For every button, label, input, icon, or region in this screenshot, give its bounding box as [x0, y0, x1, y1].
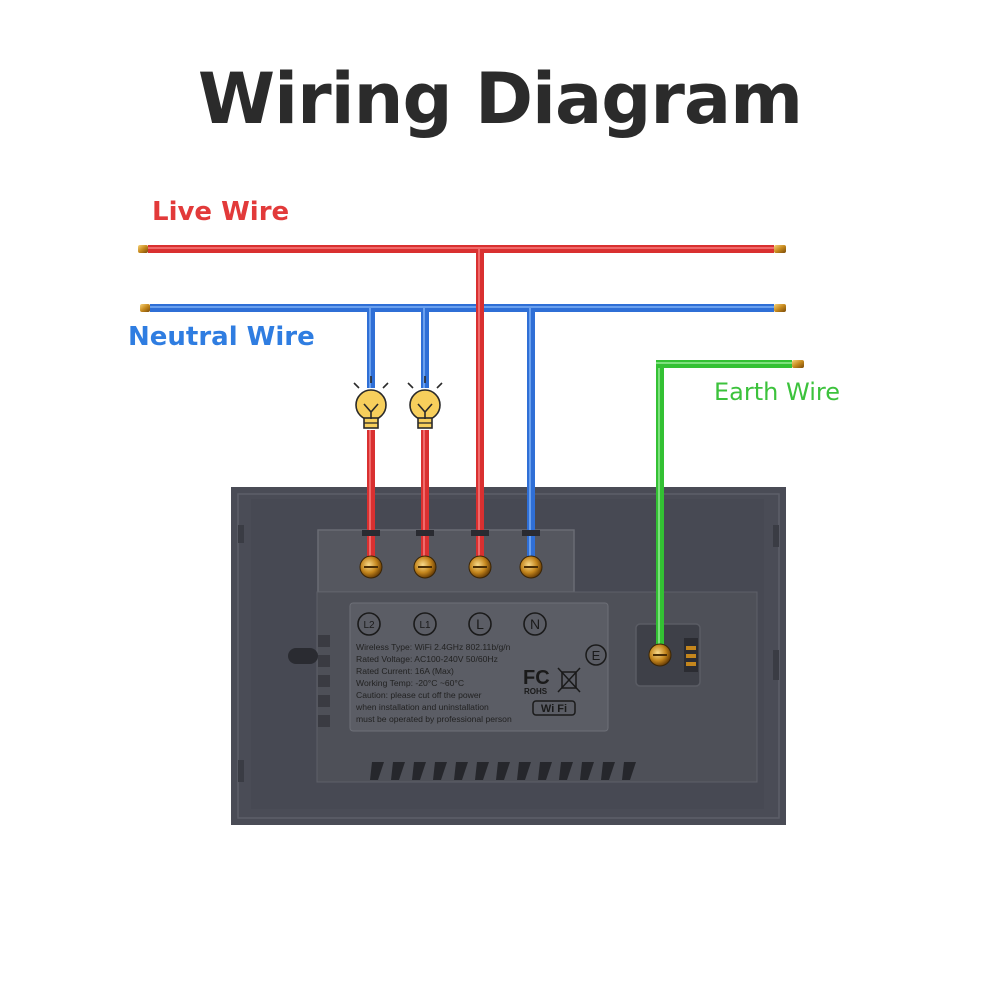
terminal-screw [413, 530, 437, 579]
spec-label-sticker: L2 L1 L N Wireless Type: WiFi 2.4GHz 802… [349, 602, 609, 732]
spec-wireless-type: Wireless Type: WiFi 2.4GHz 802.11b/g/n [356, 642, 511, 652]
spec-caution-line3: must be operated by professional person [356, 714, 512, 724]
lamp-circuit-l2 [367, 308, 375, 567]
fcc-mark: FC [523, 667, 550, 689]
neutral-wire [140, 304, 786, 312]
terminal-l1-marker: L1 [413, 612, 437, 636]
terminal-screw [468, 530, 492, 579]
weee-bin-icon [557, 667, 581, 693]
neutral-wire-label: Neutral Wire [128, 322, 315, 352]
terminal-l2-label: L2 [363, 620, 375, 631]
terminal-screw [519, 530, 543, 579]
rohs-mark: ROHS [524, 687, 548, 696]
spec-rated-voltage: Rated Voltage: AC100-240V 50/60Hz [356, 654, 498, 664]
wifi-logo-text: Wi Fi [541, 703, 567, 715]
terminal-l1-label: L1 [419, 620, 431, 631]
ce-mark-text: E [592, 648, 601, 663]
terminal-screw [359, 530, 383, 579]
lamp-circuit-l1 [421, 308, 429, 567]
wifi-logo: Wi Fi [532, 700, 576, 716]
neutral-wire-to-n-terminal [527, 308, 535, 567]
earth-terminal-screw [648, 643, 672, 667]
terminal-l-label: L [476, 616, 484, 632]
spec-working-temp: Working Temp: -20°C ~60°C [356, 678, 464, 688]
spec-caution-line2: when installation and uninstallation [355, 702, 489, 712]
diagram-title: Wiring Diagram [197, 58, 803, 140]
spec-caution-line1: Caution: please cut off the power [356, 690, 482, 700]
terminal-l2-marker: L2 [357, 612, 381, 636]
light-bulb-icon [353, 376, 389, 429]
live-wire-label: Live Wire [152, 197, 290, 227]
live-wire [138, 245, 786, 253]
terminal-n-label: N [530, 616, 540, 632]
earth-wire-label: Earth Wire [714, 378, 840, 406]
terminal-n-marker: N [523, 612, 547, 636]
ce-mark: E [585, 644, 607, 666]
terminal-l-marker: L [468, 612, 492, 636]
spec-rated-current: Rated Current: 16A (Max) [356, 666, 454, 676]
light-bulb-icon [407, 376, 443, 429]
live-wire-to-l-terminal [476, 249, 484, 567]
earth-wire [656, 360, 804, 655]
